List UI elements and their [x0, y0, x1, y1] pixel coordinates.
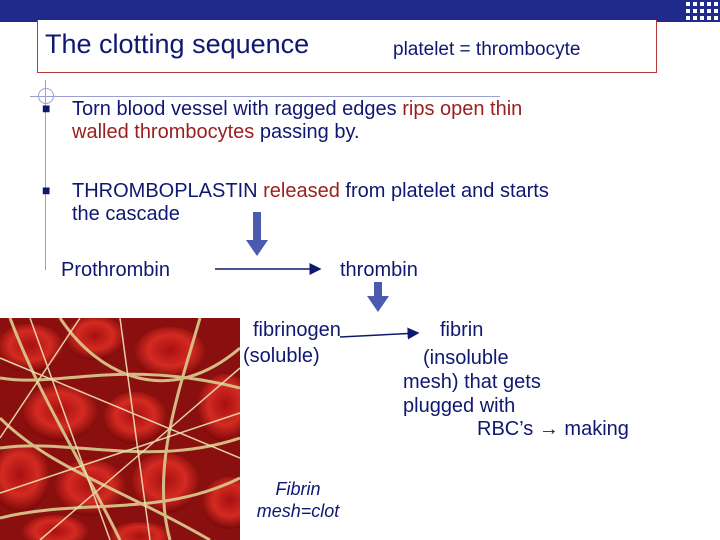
- bullet-2-text: from platelet and starts: [339, 180, 549, 202]
- insoluble-line-3: plugged with: [403, 395, 516, 417]
- guide-horizontal-line: [30, 96, 500, 97]
- bullet-square-icon: ■: [42, 182, 51, 198]
- bullet-1-highlight: rips open thin: [402, 98, 523, 120]
- bullet-square-icon: ■: [42, 100, 51, 116]
- prothrombin-label: Prothrombin: [61, 259, 170, 281]
- header-bar: [0, 0, 720, 22]
- fibrin-label: fibrin: [440, 319, 484, 341]
- slide-title: The clotting sequence: [45, 29, 310, 59]
- soluble-label: (soluble): [243, 345, 320, 367]
- bullet-1: Torn blood vessel with ragged edges rips…: [72, 98, 712, 144]
- photo-caption-line-2: mesh=clot: [256, 501, 340, 521]
- bullet-2-highlight: released: [257, 180, 340, 202]
- bullet-1-line2-highlight: walled thrombocytes: [72, 121, 255, 143]
- title-box: [37, 20, 657, 73]
- insoluble-line-4: RBC’s → making: [477, 418, 629, 440]
- bullet-1-text: Torn blood vessel with ragged edges: [72, 98, 403, 120]
- bullet-2-line2: the cascade: [72, 203, 180, 225]
- fibrinogen-label: fibrinogen: [253, 319, 341, 341]
- thrombin-label: thrombin: [340, 259, 418, 281]
- guide-vertical-line: [45, 80, 46, 270]
- slide-subtitle: platelet = thrombocyte: [393, 39, 581, 60]
- bullet-1-line2-text: passing by.: [254, 121, 360, 143]
- photo-caption: Fibrin mesh=clot: [248, 478, 348, 522]
- grid-decoration: [686, 2, 718, 20]
- down-arrow-icon: [367, 282, 389, 312]
- bullet-2-term: THROMBOPLASTIN: [72, 180, 258, 202]
- right-arrow-icon: [339, 327, 420, 340]
- insoluble-line-1: (insoluble: [423, 347, 509, 369]
- photo-caption-line-1: Fibrin: [275, 479, 321, 499]
- insoluble-line-2: mesh) that gets: [403, 371, 541, 393]
- crosshair-icon: [38, 88, 54, 104]
- bullet-2: THROMBOPLASTIN released from platelet an…: [72, 180, 712, 226]
- fibrin-mesh-photo: [0, 318, 240, 540]
